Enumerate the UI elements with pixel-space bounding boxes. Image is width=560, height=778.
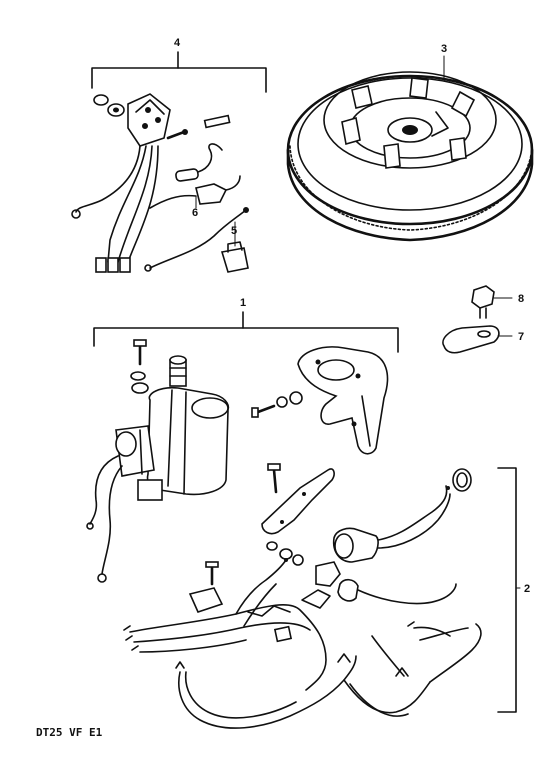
diagram-code: DT25 VF E1 <box>36 726 103 739</box>
callout-8: 8 <box>518 293 524 305</box>
starter-motor-assembly <box>86 311 399 583</box>
callout-2: 2 <box>524 583 530 595</box>
callout-4: 4 <box>174 37 181 49</box>
callout-1: 1 <box>240 297 246 309</box>
bolt-and-washer <box>442 285 513 354</box>
flywheel <box>286 55 534 242</box>
rectifier-assembly <box>71 51 267 273</box>
callout-3: 3 <box>441 43 447 55</box>
wiring-harness-assembly <box>123 463 521 729</box>
callout-5: 5 <box>231 225 237 237</box>
callout-6: 6 <box>192 207 198 219</box>
callout-7: 7 <box>518 331 524 343</box>
